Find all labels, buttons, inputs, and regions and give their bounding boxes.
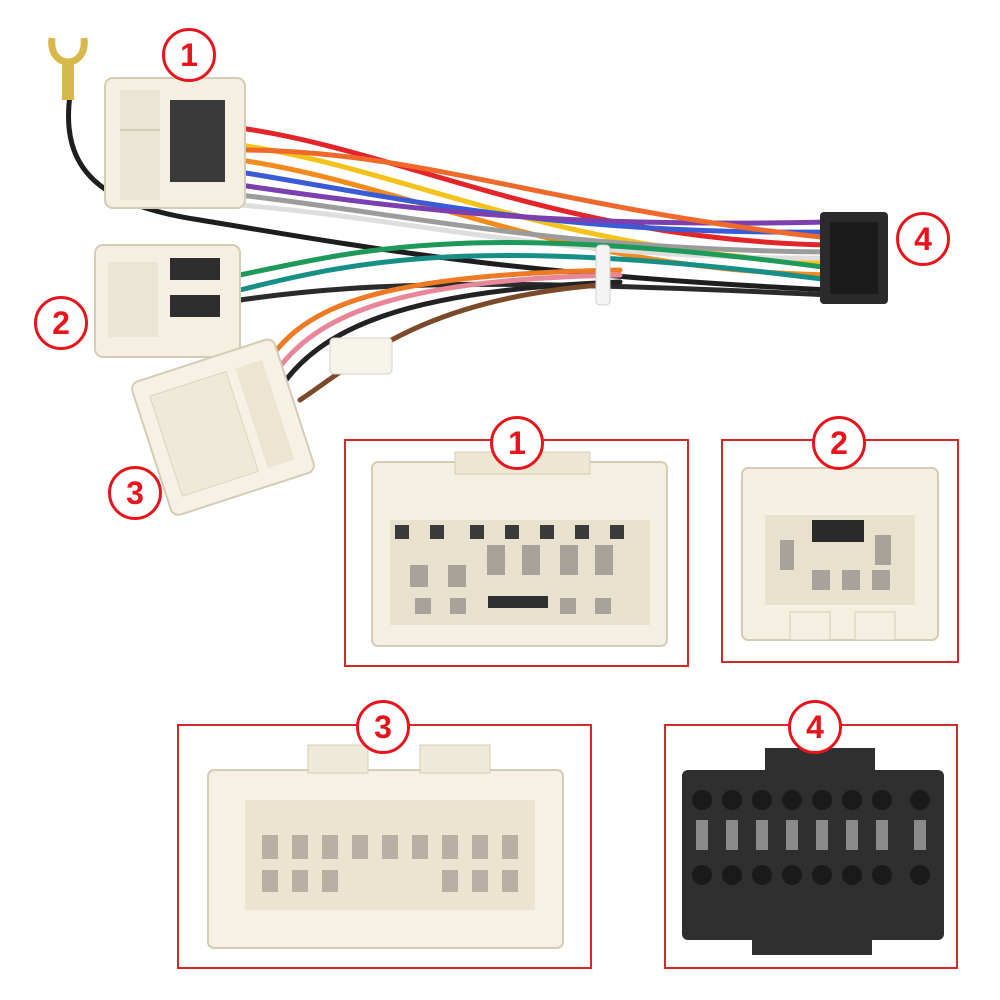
connector-2-harness xyxy=(94,244,241,358)
wire-pink xyxy=(267,272,623,383)
wire-grey xyxy=(237,192,833,255)
label-detail-1: 1 xyxy=(490,416,544,470)
detail-connector-3 xyxy=(177,724,592,969)
wire-orange-2 xyxy=(237,147,833,241)
detail-connector-4 xyxy=(664,724,958,969)
wire-black-3 xyxy=(277,279,623,391)
connector-1-harness xyxy=(104,77,246,209)
connector-3-harness xyxy=(131,338,315,516)
detail-connector-1 xyxy=(344,439,689,667)
wire-green xyxy=(237,240,833,278)
wire-brown xyxy=(297,282,603,403)
label-connector-1: 1 xyxy=(162,28,216,82)
detail-connector-2 xyxy=(721,439,959,663)
wire-bundle xyxy=(66,92,833,403)
wire-sleeve xyxy=(329,337,393,375)
ground-lug xyxy=(48,37,88,100)
connector-4-harness xyxy=(820,212,888,304)
label-detail-4: 4 xyxy=(788,700,842,754)
label-connector-3: 3 xyxy=(108,466,162,520)
label-connector-2: 2 xyxy=(34,296,88,350)
wire-orange-3 xyxy=(259,267,623,373)
cable-tie xyxy=(595,244,611,306)
wire-teal xyxy=(237,252,833,293)
label-detail-3: 3 xyxy=(356,700,410,754)
label-connector-4: 4 xyxy=(896,212,950,266)
wire-red xyxy=(237,125,833,248)
label-detail-2: 2 xyxy=(812,416,866,470)
